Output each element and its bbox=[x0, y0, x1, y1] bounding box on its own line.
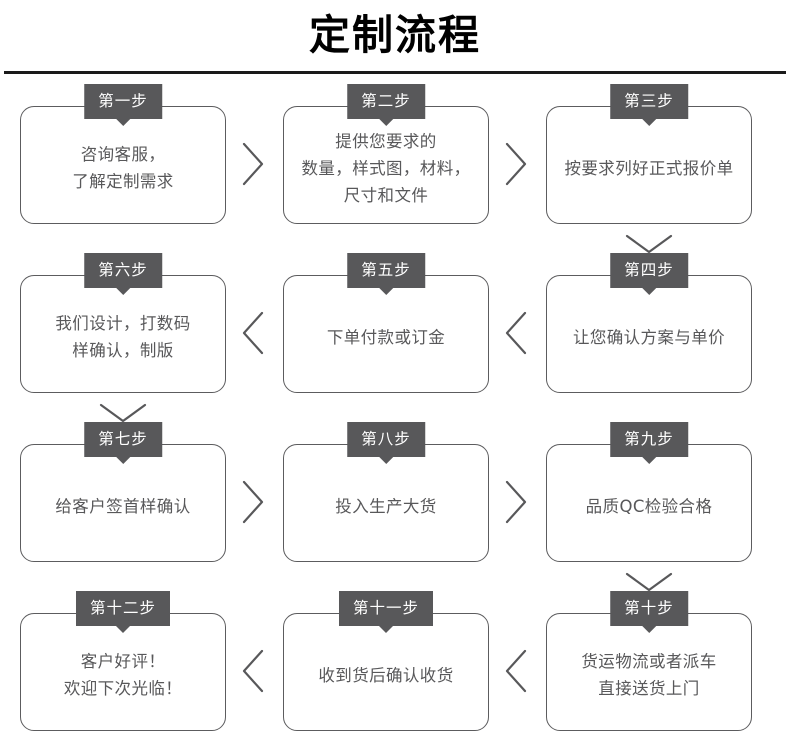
step-badge-label: 第八步 bbox=[361, 430, 411, 448]
step-card-text: 让您确认方案与单价 bbox=[546, 275, 752, 393]
flow-step-card[interactable]: 按要求列好正式报价单 第三步 bbox=[546, 84, 752, 224]
chevron-right-icon bbox=[236, 138, 270, 190]
step-text-line: 直接送货上门 bbox=[598, 679, 700, 698]
step-text-line: 投入生产大货 bbox=[335, 496, 437, 516]
step-badge-label: 第三步 bbox=[624, 92, 674, 110]
title-divider bbox=[4, 71, 786, 74]
step-badge: 第九步 bbox=[610, 422, 688, 464]
flow-step-card[interactable]: 给客户签首样确认 第七步 bbox=[20, 422, 226, 562]
badge-notch-icon bbox=[378, 288, 393, 295]
flow-row: 给客户签首样确认 第七步 投入生产大货 第八步 bbox=[0, 416, 790, 592]
page-header: 定制流程 bbox=[0, 0, 790, 78]
step-card-text: 客户好评！ 欢迎下次光临！ bbox=[20, 613, 226, 731]
step-card-text: 我们设计，打数码 样确认，制版 bbox=[20, 275, 226, 393]
flow-step-card[interactable]: 货运物流或者派车 直接送货上门 第十步 bbox=[546, 591, 752, 731]
step-text-line: 提供您要求的 bbox=[335, 131, 437, 151]
step-text-line: 数量，样式图，材料， bbox=[301, 158, 471, 178]
badge-notch-icon bbox=[378, 457, 393, 464]
step-badge-label: 第六步 bbox=[98, 261, 148, 279]
step-text-line: 品质QC检验合格 bbox=[585, 496, 713, 516]
flow-row: 咨询客服， 了解定制需求 第一步 提供您要求的 数量，样式图，材料， 尺寸和文件… bbox=[0, 78, 790, 254]
step-card-text: 咨询客服， 了解定制需求 bbox=[20, 106, 226, 224]
step-card-text: 货运物流或者派车 直接送货上门 bbox=[546, 613, 752, 731]
step-badge-label: 第七步 bbox=[98, 430, 148, 448]
step-card-text: 按要求列好正式报价单 bbox=[546, 106, 752, 224]
step-card-text: 收到货后确认收货 bbox=[283, 613, 489, 731]
chevron-left-icon bbox=[499, 645, 533, 697]
step-badge-label: 第四步 bbox=[624, 261, 674, 279]
flow-step-card[interactable]: 让您确认方案与单价 第四步 bbox=[546, 253, 752, 393]
badge-notch-icon bbox=[378, 626, 393, 633]
flow-step-card[interactable]: 提供您要求的 数量，样式图，材料， 尺寸和文件 第二步 bbox=[283, 84, 489, 224]
step-card-text: 提供您要求的 数量，样式图，材料， 尺寸和文件 bbox=[283, 106, 489, 224]
step-text-line: 了解定制需求 bbox=[72, 172, 174, 191]
step-badge: 第七步 bbox=[84, 422, 162, 464]
step-badge: 第六步 bbox=[84, 253, 162, 295]
chevron-down-icon bbox=[95, 399, 151, 427]
step-text-line: 货运物流或者派车 bbox=[581, 652, 717, 671]
flow-step-card[interactable]: 投入生产大货 第八步 bbox=[283, 422, 489, 562]
step-text-line: 让您确认方案与单价 bbox=[572, 327, 726, 347]
step-text-line: 我们设计，打数码 bbox=[55, 314, 191, 333]
flow-row: 我们设计，打数码 样确认，制版 第六步 下单付款或订金 第五步 bbox=[0, 247, 790, 423]
badge-notch-icon bbox=[641, 119, 656, 126]
step-text-line: 咨询客服， bbox=[80, 145, 166, 164]
step-badge: 第二步 bbox=[347, 84, 425, 126]
step-badge: 第十步 bbox=[610, 591, 688, 633]
step-text-line: 欢迎下次光临！ bbox=[63, 679, 183, 698]
step-card-text: 品质QC检验合格 bbox=[546, 444, 752, 562]
flow-step-card[interactable]: 收到货后确认收货 第十一步 bbox=[283, 591, 489, 731]
flow-step-card[interactable]: 咨询客服， 了解定制需求 第一步 bbox=[20, 84, 226, 224]
step-text-line: 给客户签首样确认 bbox=[55, 496, 191, 516]
badge-notch-icon bbox=[115, 457, 130, 464]
badge-notch-icon bbox=[641, 288, 656, 295]
chevron-left-icon bbox=[236, 307, 270, 359]
badge-notch-icon bbox=[115, 288, 130, 295]
step-text-line: 样确认，制版 bbox=[72, 341, 174, 360]
step-badge: 第八步 bbox=[347, 422, 425, 464]
flow-step-card[interactable]: 下单付款或订金 第五步 bbox=[283, 253, 489, 393]
step-text-line: 下单付款或订金 bbox=[326, 327, 446, 347]
badge-notch-icon bbox=[378, 119, 393, 126]
step-text-line: 尺寸和文件 bbox=[343, 185, 429, 205]
step-text-line: 按要求列好正式报价单 bbox=[564, 158, 734, 178]
badge-notch-icon bbox=[641, 626, 656, 633]
step-badge: 第十二步 bbox=[75, 591, 171, 633]
step-card-text: 下单付款或订金 bbox=[283, 275, 489, 393]
step-text-line: 收到货后确认收货 bbox=[318, 665, 454, 685]
flow-step-card[interactable]: 客户好评！ 欢迎下次光临！ 第十二步 bbox=[20, 591, 226, 731]
badge-notch-icon bbox=[115, 119, 130, 126]
step-text-line: 客户好评！ bbox=[80, 652, 166, 671]
chevron-right-icon bbox=[499, 476, 533, 528]
process-flowchart: 咨询客服， 了解定制需求 第一步 提供您要求的 数量，样式图，材料， 尺寸和文件… bbox=[0, 78, 790, 754]
badge-notch-icon bbox=[115, 626, 130, 633]
step-badge-label: 第九步 bbox=[624, 430, 674, 448]
step-badge: 第一步 bbox=[84, 84, 162, 126]
step-badge-label: 第二步 bbox=[361, 92, 411, 110]
flow-row: 客户好评！ 欢迎下次光临！ 第十二步 收到货后确认收货 第十一步 bbox=[0, 585, 790, 754]
page-title: 定制流程 bbox=[309, 11, 481, 59]
chevron-right-icon bbox=[499, 138, 533, 190]
flow-step-card[interactable]: 我们设计，打数码 样确认，制版 第六步 bbox=[20, 253, 226, 393]
chevron-left-icon bbox=[499, 307, 533, 359]
step-card-text: 给客户签首样确认 bbox=[20, 444, 226, 562]
chevron-down-icon bbox=[621, 568, 677, 596]
step-badge: 第三步 bbox=[610, 84, 688, 126]
chevron-down-icon bbox=[621, 230, 677, 258]
step-badge: 第十一步 bbox=[338, 591, 434, 633]
step-badge-label: 第一步 bbox=[98, 92, 148, 110]
step-card-box bbox=[546, 444, 752, 562]
step-badge-label: 第十一步 bbox=[352, 599, 420, 617]
chevron-right-icon bbox=[236, 476, 270, 528]
step-card-text: 投入生产大货 bbox=[283, 444, 489, 562]
step-badge: 第五步 bbox=[347, 253, 425, 295]
badge-notch-icon bbox=[641, 457, 656, 464]
step-badge: 第四步 bbox=[610, 253, 688, 295]
chevron-left-icon bbox=[236, 645, 270, 697]
flow-step-card[interactable]: 品质QC检验合格 第九步 bbox=[546, 422, 752, 562]
step-badge-label: 第十二步 bbox=[89, 599, 157, 617]
step-badge-label: 第十步 bbox=[624, 599, 674, 617]
step-badge-label: 第五步 bbox=[361, 261, 411, 279]
